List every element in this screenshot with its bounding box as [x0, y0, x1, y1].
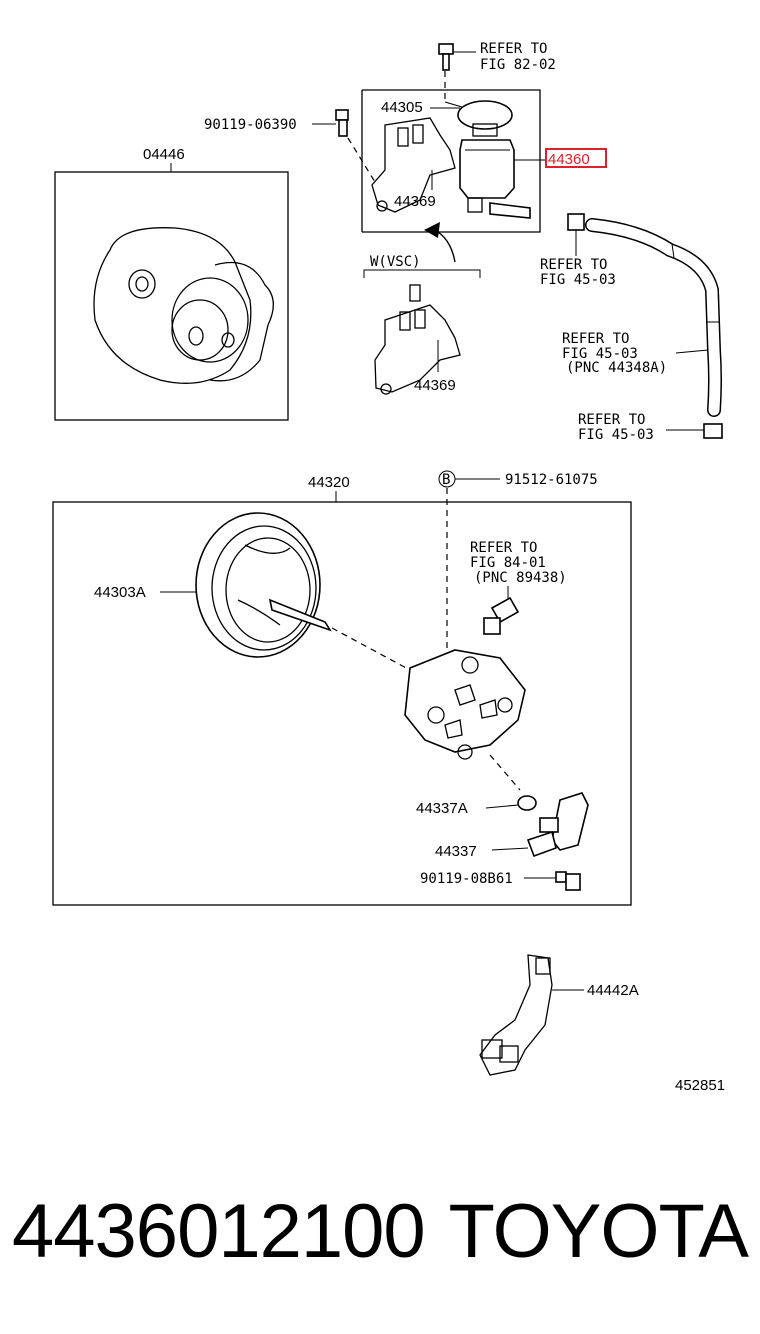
refer-fig-45-03-b-line1: REFER TO: [562, 331, 629, 347]
label-44369-top[interactable]: 44369: [394, 193, 436, 210]
return-hose[interactable]: [585, 218, 722, 417]
footer: 4436012100 TOYOTA: [12, 1182, 749, 1292]
refer-fig-45-03-b-line3: (PNC 44348A): [566, 360, 667, 376]
refer-fig-84-01-line3: (PNC 89438): [474, 570, 567, 586]
refer-fig-84-01-line2[interactable]: FIG 84-01: [470, 555, 546, 571]
hose-clip-top[interactable]: [567, 213, 585, 231]
label-44303a[interactable]: 44303A: [94, 584, 146, 601]
refer-fig-84-01-line1: REFER TO: [470, 540, 537, 556]
label-04446[interactable]: 04446: [143, 146, 185, 163]
bolt-90119-08b61[interactable]: [555, 871, 581, 891]
label-circle-b: B: [442, 472, 450, 488]
bracket-44369-top[interactable]: [371, 117, 456, 213]
highlight-box-44360: [545, 148, 607, 168]
label-44360[interactable]: 44360: [548, 151, 590, 168]
refer-fig-45-03-c-line1: REFER TO: [578, 412, 645, 428]
arrow-head: [424, 222, 440, 238]
pulley-44303a[interactable]: [195, 512, 332, 658]
o-ring-44337a[interactable]: [517, 795, 537, 811]
reservoir-group-box: [362, 89, 541, 233]
label-90119-06390[interactable]: 90119-06390: [204, 117, 297, 133]
label-44305[interactable]: 44305: [381, 99, 423, 116]
label-w-vsc: W(VSC): [370, 254, 421, 270]
top-bolt[interactable]: [438, 43, 454, 100]
label-44369-vsc[interactable]: 44369: [414, 377, 456, 394]
refer-fig-82-02-line2[interactable]: FIG 82-02: [480, 57, 556, 73]
label-44337a[interactable]: 44337A: [416, 800, 468, 817]
refer-fig-82-02-line1: REFER TO: [480, 41, 547, 57]
hose-clip-bottom[interactable]: [703, 423, 723, 439]
exploded-parts-diagram: REFER TO FIG 82-02 44305 44369 44360 901…: [52, 41, 725, 1094]
refer-fig-45-03-c-line2[interactable]: FIG 45-03: [578, 427, 654, 443]
bolt-90119-06390[interactable]: [335, 109, 349, 137]
label-91512-61075[interactable]: 91512-61075: [505, 472, 598, 488]
pressure-switch[interactable]: [483, 596, 520, 635]
pump-body[interactable]: [404, 649, 526, 760]
union-44337[interactable]: [526, 792, 589, 858]
label-44320[interactable]: 44320: [308, 474, 350, 491]
refer-fig-45-03-a-line2[interactable]: FIG 45-03: [540, 272, 616, 288]
refer-fig-45-03-a-line1: REFER TO: [540, 257, 607, 273]
gasket-kit-box: [54, 171, 289, 421]
diagram-id: 452851: [675, 1077, 725, 1094]
part-number: 4436012100: [12, 1189, 426, 1274]
refer-fig-45-03-b-line2[interactable]: FIG 45-03: [562, 346, 638, 362]
bracket-44442a[interactable]: [479, 954, 553, 1076]
label-44442a[interactable]: 44442A: [587, 982, 639, 999]
pump-assembly-box: [52, 501, 632, 906]
label-44337[interactable]: 44337: [435, 843, 477, 860]
brand-name: TOYOTA: [448, 1189, 749, 1274]
reservoir-44360[interactable]: [457, 100, 531, 219]
label-90119-08b61[interactable]: 90119-08B61: [420, 871, 513, 887]
gasket-kit-04446[interactable]: [93, 227, 274, 384]
bracket-44369-vsc[interactable]: [374, 284, 461, 395]
